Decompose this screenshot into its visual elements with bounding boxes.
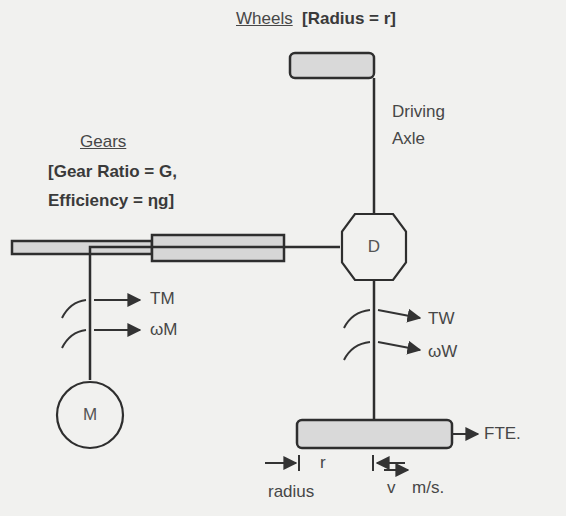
motor-circle: M bbox=[55, 380, 125, 450]
signal-name: TM bbox=[150, 289, 175, 309]
unit: m/s. bbox=[412, 478, 444, 498]
parameter-note: [Gear Ratio = G, Efficiency = ηg] bbox=[48, 157, 220, 215]
node-label: M bbox=[83, 405, 97, 425]
signal-name: TW bbox=[428, 309, 454, 329]
signal-name: ωW bbox=[428, 342, 457, 362]
part-name: Gears bbox=[80, 132, 126, 152]
dimension: r bbox=[320, 453, 326, 473]
part-name: Driving Axle bbox=[392, 98, 476, 152]
dimension: radius bbox=[268, 482, 314, 502]
dimension: [Radius = r] bbox=[302, 9, 396, 29]
force-name: FTE. bbox=[484, 424, 521, 444]
node-label: D bbox=[368, 237, 380, 257]
drive-shaft bbox=[90, 247, 340, 380]
signal-name: v bbox=[387, 478, 396, 498]
signal-name: ωM bbox=[150, 320, 177, 340]
differential-box: D bbox=[340, 212, 408, 282]
part-name: Wheels bbox=[236, 9, 293, 29]
